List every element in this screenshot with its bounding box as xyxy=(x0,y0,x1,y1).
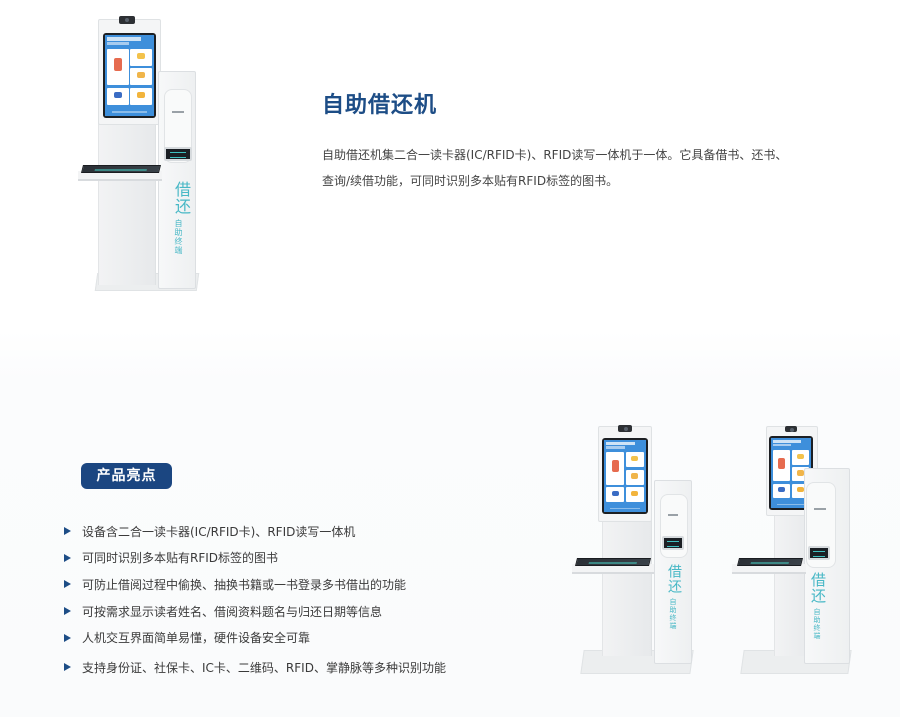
card-slot xyxy=(814,508,826,510)
camera-icon xyxy=(618,425,632,432)
feature-item: 设备含二合一读卡器(IC/RFID卡)、RFID读写一体机 xyxy=(64,518,446,545)
triangle-bullet-icon xyxy=(64,580,71,589)
kiosk-led-display xyxy=(662,536,684,550)
card-slot xyxy=(172,111,184,113)
kiosk-book-shelf xyxy=(732,564,806,574)
kiosk-image-front: 借还 自助终端 xyxy=(76,5,201,295)
kiosk-screen xyxy=(604,440,646,512)
highlights-badge: 产品亮点 xyxy=(81,463,172,489)
feature-text: 可防止借阅过程中偷换、抽换书籍或一书登录多书借出的功能 xyxy=(82,577,407,592)
card-slot xyxy=(668,514,678,516)
feature-text: 人机交互界面简单易懂，硬件设备安全可靠 xyxy=(82,631,311,646)
borrow-tile xyxy=(107,48,129,86)
personal-tile xyxy=(107,87,129,105)
kiosk-pillar xyxy=(602,518,652,656)
kiosk-image-angle-left: 借还 自助终端 xyxy=(568,418,698,680)
kiosk-brand-sub: 自助终端 xyxy=(174,219,183,255)
rfid-reader-pad xyxy=(737,558,803,566)
triangle-bullet-icon xyxy=(64,527,71,536)
product-description: 自助借还机集二合一读卡器(IC/RFID卡)、RFID读写一体机于一体。它具备借… xyxy=(322,148,788,188)
renew-tile xyxy=(130,68,152,86)
triangle-bullet-icon xyxy=(64,607,71,616)
kiosk-brand-main: 借还 xyxy=(809,572,827,604)
kiosk-brand-sub: 自助终端 xyxy=(813,608,821,640)
kiosk-image-angle-right: 借还 自助终端 xyxy=(728,418,858,680)
kiosk-brand-sub: 自助终端 xyxy=(669,598,677,630)
feature-item: 人机交互界面简单易懂，硬件设备安全可靠 xyxy=(64,624,446,651)
feature-item: 支持身份证、社保卡、IC卡、二维码、RFID、掌静脉等多种识别功能 xyxy=(64,654,446,681)
product-title: 自助借还机 xyxy=(322,93,438,118)
camera-icon xyxy=(785,426,797,432)
feature-list: 设备含二合一读卡器(IC/RFID卡)、RFID读写一体机 可同时识别多本贴有R… xyxy=(64,518,446,681)
kiosk-brand-main: 借还 xyxy=(666,564,682,594)
feature-item: 可防止借阅过程中偷换、抽换书籍或一书登录多书借出的功能 xyxy=(64,571,446,598)
triangle-bullet-icon xyxy=(64,633,71,642)
feature-text: 可按需求显示读者姓名、借阅资料题名与归还日期等信息 xyxy=(82,604,383,619)
triangle-bullet-icon xyxy=(64,663,71,672)
feature-item: 可同时识别多本贴有RFID标签的图书 xyxy=(64,545,446,572)
camera-icon xyxy=(119,16,135,24)
query-tile xyxy=(130,87,152,105)
feature-item: 可按需求显示读者姓名、借阅资料题名与归还日期等信息 xyxy=(64,598,446,625)
triangle-bullet-icon xyxy=(64,553,71,562)
return-tile xyxy=(130,48,152,66)
kiosk-brand-main: 借还 xyxy=(172,181,191,215)
kiosk-book-shelf xyxy=(78,171,162,181)
rfid-reader-pad xyxy=(575,558,651,566)
kiosk-pillar xyxy=(98,115,156,285)
feature-text: 支持身份证、社保卡、IC卡、二维码、RFID、掌静脉等多种识别功能 xyxy=(82,660,446,675)
feature-text: 可同时识别多本贴有RFID标签的图书 xyxy=(82,551,279,566)
rfid-reader-pad xyxy=(81,165,161,173)
kiosk-led-display xyxy=(808,546,830,560)
kiosk-led-display xyxy=(164,147,192,161)
kiosk-book-shelf xyxy=(572,564,654,574)
feature-text: 设备含二合一读卡器(IC/RFID卡)、RFID读写一体机 xyxy=(82,524,356,539)
kiosk-screen xyxy=(105,35,154,116)
